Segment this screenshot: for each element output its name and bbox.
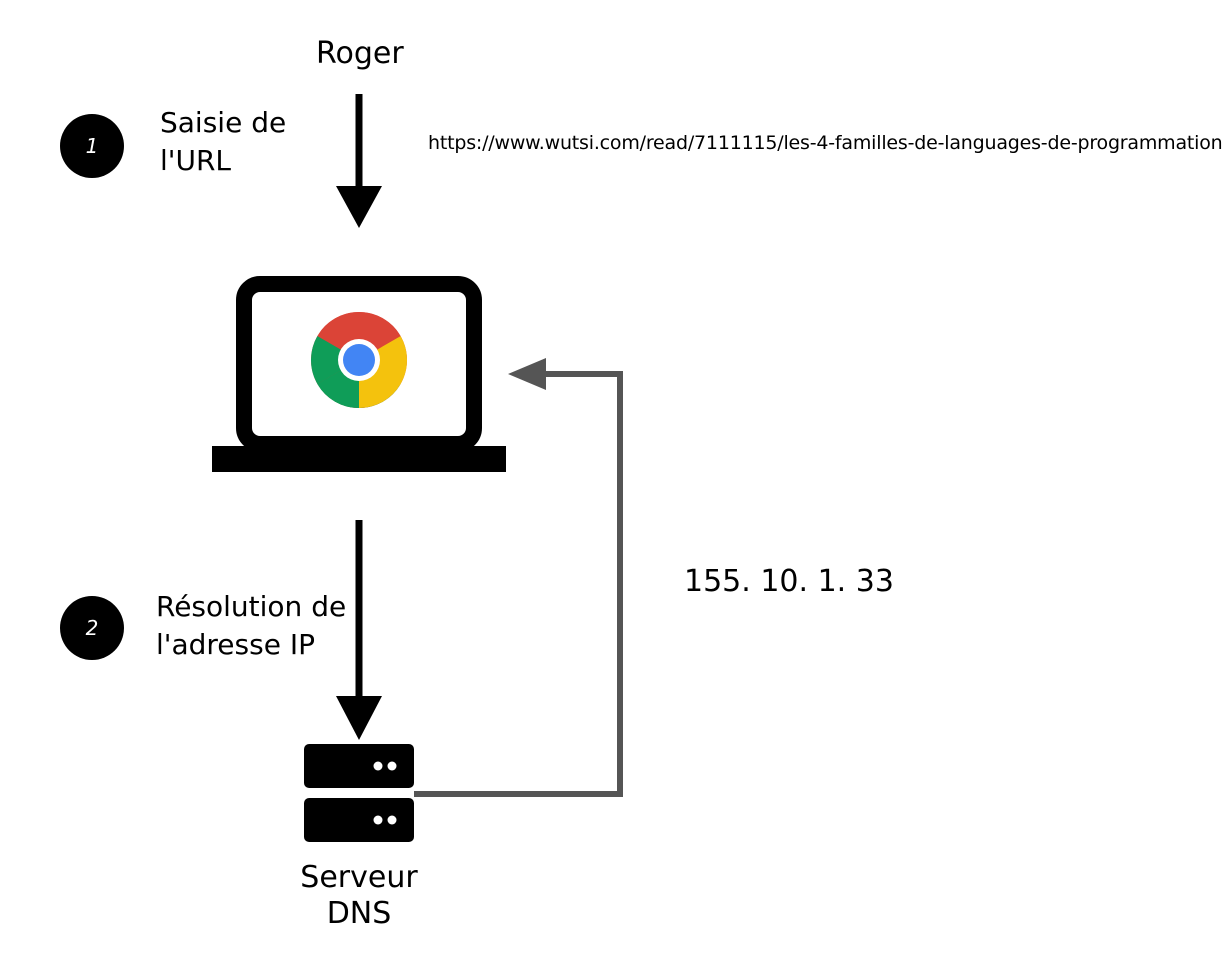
step-2-label-line-1: Résolution de xyxy=(156,590,347,623)
step-1-label-line-1: Saisie de xyxy=(160,106,287,139)
server-stack-icon xyxy=(304,744,414,842)
dns-server-label-line-1: Serveur xyxy=(300,860,418,895)
chrome-icon xyxy=(310,311,408,409)
actor-name: Roger xyxy=(316,36,404,71)
entered-url: https://www.wutsi.com/read/7111115/les-4… xyxy=(428,132,1223,154)
step-2-badge: 2 xyxy=(60,596,124,660)
step-1-label: Saisie de l'URL xyxy=(160,104,320,180)
response-arrow xyxy=(414,358,623,797)
step-2-label-line-2: l'adresse IP xyxy=(156,628,315,661)
dns-server-label: Serveur DNS xyxy=(296,860,422,932)
step-1-label-line-2: l'URL xyxy=(160,144,232,177)
step-1-badge: 1 xyxy=(60,114,124,178)
resolved-ip-address: 155. 10. 1. 33 xyxy=(684,564,894,599)
laptop-icon xyxy=(212,276,506,472)
resolution-arrow xyxy=(336,520,382,740)
step-2-label: Résolution de l'adresse IP xyxy=(156,588,356,664)
dns-server-label-line-2: DNS xyxy=(326,896,392,931)
input-arrow xyxy=(336,94,382,228)
